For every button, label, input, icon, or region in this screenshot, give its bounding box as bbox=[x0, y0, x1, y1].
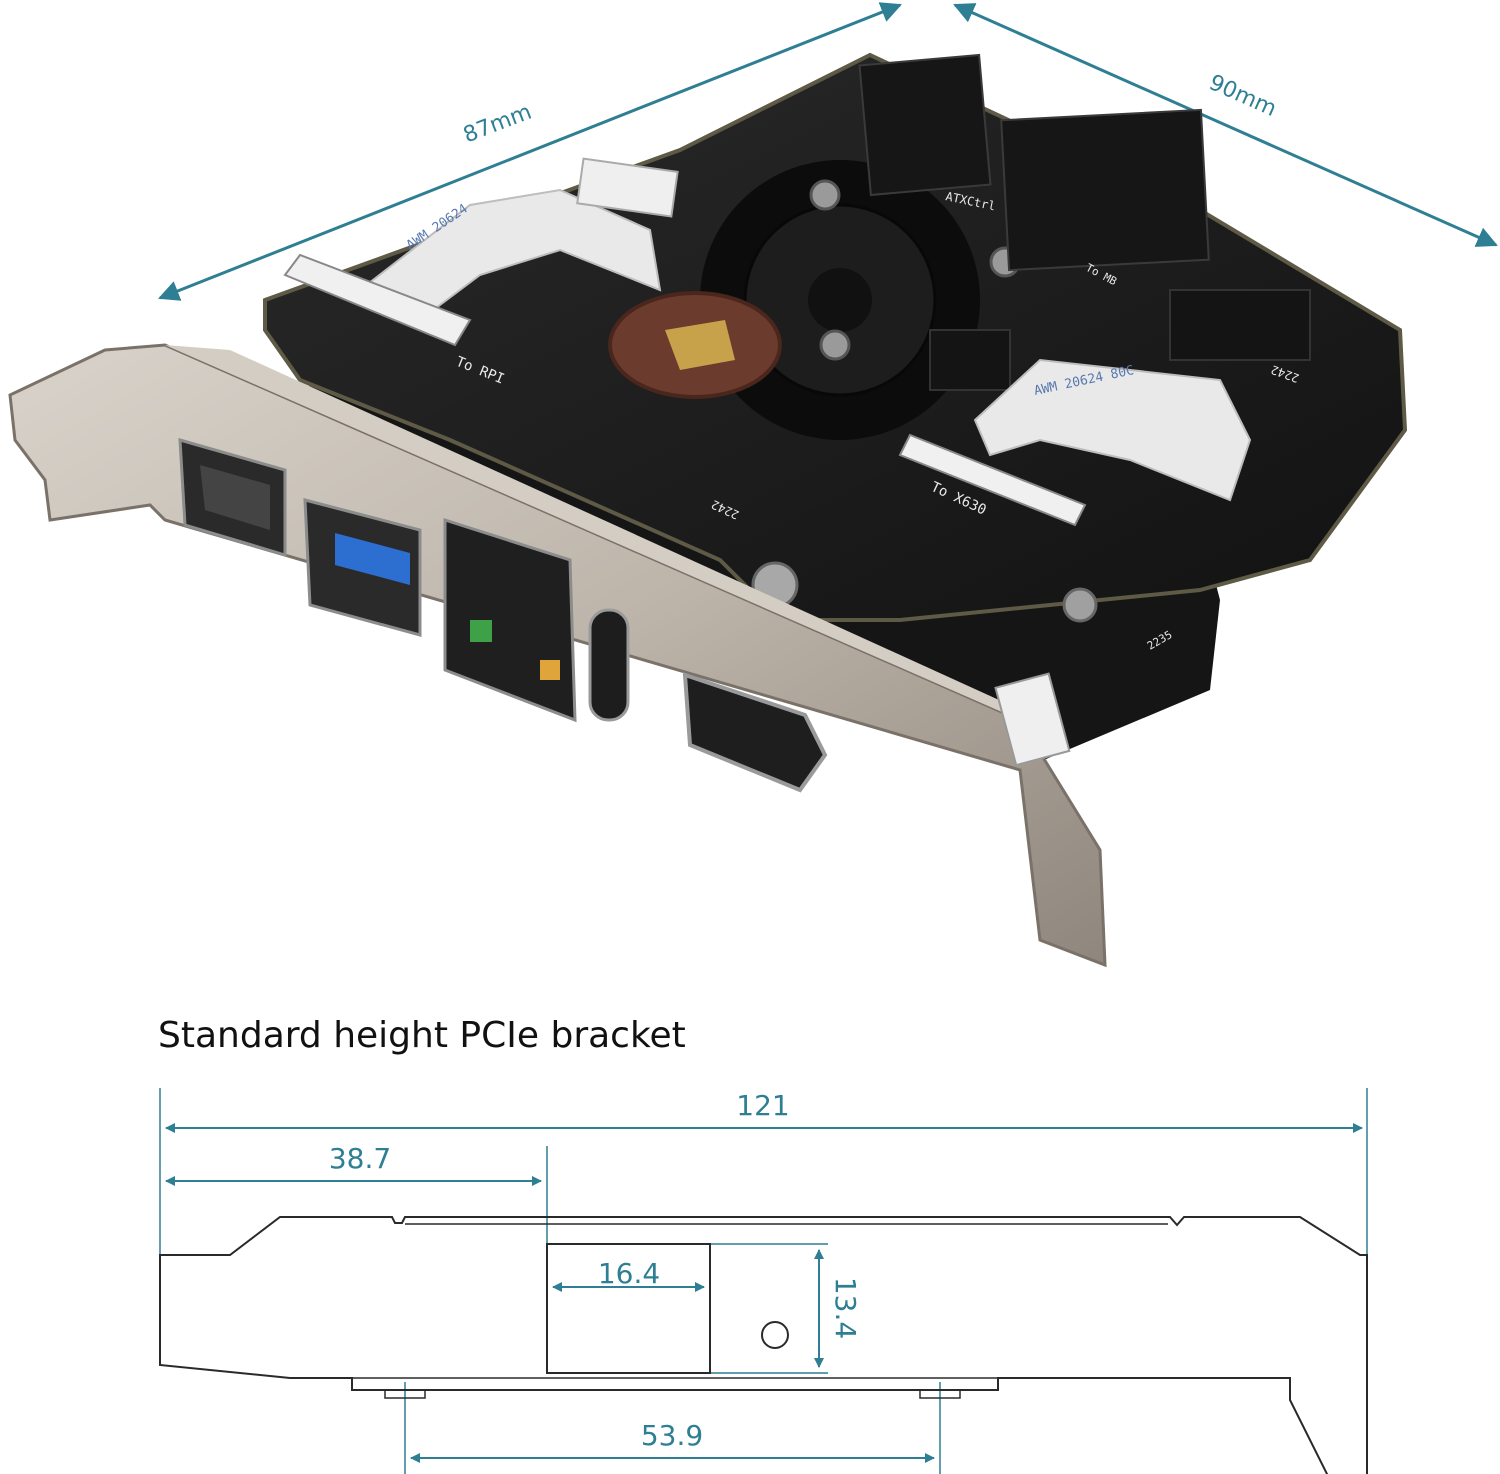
standoff-screw bbox=[819, 329, 851, 361]
bracket-flange bbox=[165, 345, 1020, 720]
usb3-port-tongue bbox=[335, 533, 410, 585]
usb-c-port bbox=[588, 608, 630, 722]
bracket-drawing: 121 38.7 16.4 13.4 53.9 bbox=[159, 1088, 1368, 1474]
standoff-screw bbox=[809, 179, 841, 211]
drawing-title: Standard height PCIe bracket bbox=[158, 1015, 686, 1056]
tab-spacing-label: 53.9 bbox=[641, 1419, 703, 1452]
depth-dimension-label: 90mm bbox=[1205, 70, 1280, 122]
ribbon-cable bbox=[973, 358, 1252, 502]
bracket-tab bbox=[919, 1389, 961, 1399]
width-dimension-label: 87mm bbox=[460, 100, 535, 149]
mounting-hole bbox=[761, 1321, 789, 1349]
fpc-connector bbox=[283, 253, 472, 347]
battery-contact bbox=[665, 320, 735, 370]
fan-header bbox=[994, 672, 1071, 767]
fan-hub bbox=[808, 268, 872, 332]
bracket-tab bbox=[384, 1389, 426, 1399]
cutout-height-label: 13.4 bbox=[829, 1277, 862, 1339]
standoff-screw bbox=[1062, 587, 1098, 623]
pin-header bbox=[1000, 108, 1210, 272]
pin-header bbox=[858, 53, 992, 197]
cutout-width-label: 16.4 bbox=[598, 1257, 660, 1290]
hdmi-port bbox=[682, 672, 828, 793]
product-photo: To RPI To X630 To MB ATXCtrl AWM 20624 A… bbox=[8, 52, 1408, 968]
width-dimension-arrow bbox=[158, 2, 902, 301]
jst-connector bbox=[576, 157, 679, 218]
bracket-outline bbox=[159, 1216, 1368, 1474]
ethernet-led-icon bbox=[540, 660, 560, 680]
ribbon-cable bbox=[358, 188, 662, 322]
overall-length-label: 121 bbox=[736, 1089, 789, 1122]
ethernet-led-icon bbox=[470, 620, 492, 642]
pin-header bbox=[929, 329, 1011, 391]
pin-header bbox=[1169, 289, 1311, 361]
fpc-connector bbox=[898, 433, 1087, 527]
port-cutout bbox=[546, 1243, 711, 1374]
cutout-offset-label: 38.7 bbox=[329, 1142, 391, 1175]
depth-dimension-arrow bbox=[953, 3, 1498, 247]
usb-port-inner bbox=[200, 465, 270, 530]
